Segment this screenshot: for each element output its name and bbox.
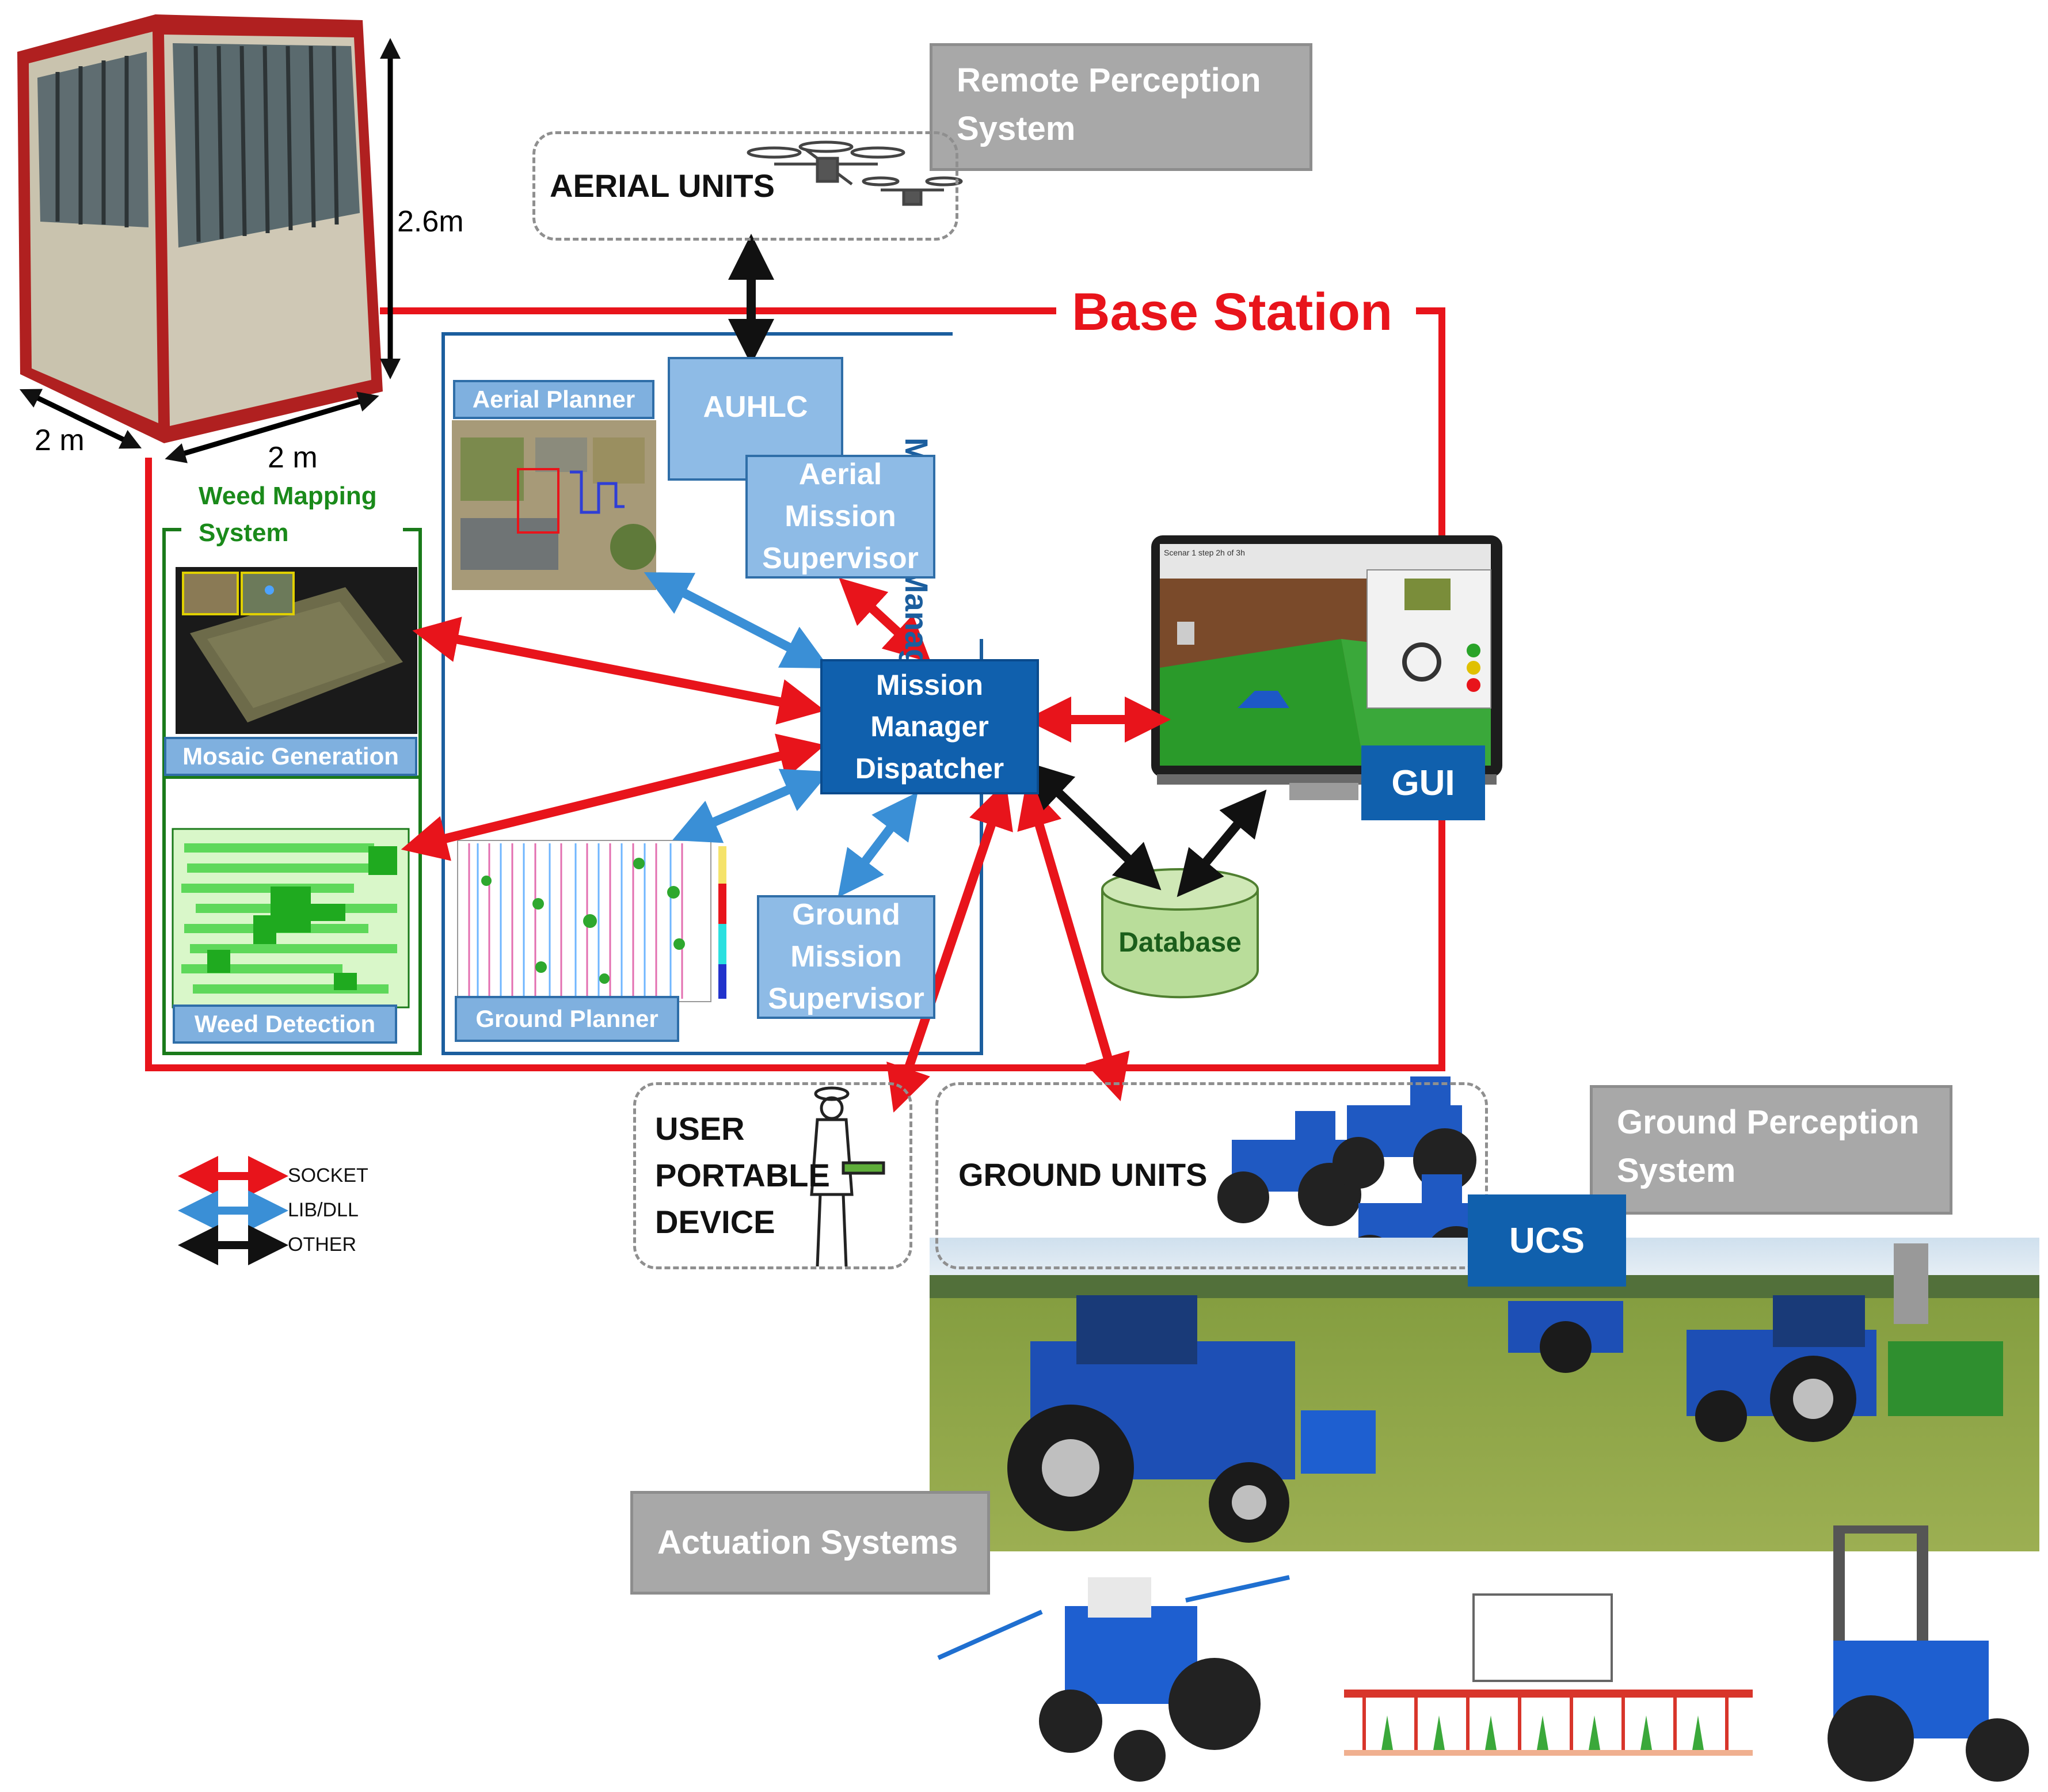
other-arrows — [728, 234, 1267, 897]
field-tractor-back — [1508, 1301, 1623, 1373]
aerial-planner-map — [452, 420, 656, 590]
mission-manager-dispatcher-box: Mission Manager Dispatcher — [820, 659, 1039, 794]
farmer-figure-icon — [810, 1086, 885, 1267]
gui-monitor-image — [1151, 535, 1502, 800]
ground-units-label: GROUND UNITS — [958, 1156, 1208, 1193]
boom-tractor-image — [1828, 1525, 2029, 1782]
field-tractor-front — [1007, 1295, 1376, 1543]
gui-screen-caption: Scenar 1 step 2h of 3h — [1164, 548, 1245, 557]
mosaic-image — [176, 567, 417, 734]
remote-perception-label: Remote Perception System — [930, 43, 1312, 171]
ucs-label: UCS — [1468, 1194, 1626, 1287]
aerial-units-box — [532, 131, 958, 241]
field-photo — [930, 1238, 2039, 1551]
user-portable-device-box — [633, 1082, 912, 1269]
ground-mission-supervisor-box: Ground Mission Supervisor — [757, 895, 935, 1019]
gui-label: GUI — [1361, 745, 1485, 820]
sprayer-tractor-image — [937, 1575, 1290, 1782]
cabin-width-left-label: 2 m — [35, 424, 85, 457]
legend-lib-dll-label: LIB/DLL — [288, 1199, 359, 1221]
weed-detection-image — [172, 828, 410, 1009]
ground-perception-label: Ground Perception System — [1590, 1085, 1952, 1215]
aerial-units-label: AERIAL UNITS — [550, 168, 775, 204]
weed-detection-label: Weed Detection — [173, 1005, 397, 1044]
base-station-title: Base Station — [1072, 283, 1393, 341]
weeder-implement-image — [1344, 1593, 1753, 1756]
cabin-height-label: 2.6m — [397, 205, 464, 238]
ground-planner-plot — [457, 840, 726, 1002]
actuation-systems-label: Actuation Systems — [630, 1491, 990, 1595]
ground-planner-label: Ground Planner — [455, 996, 679, 1042]
lib-dll-arrows — [644, 572, 918, 898]
cabin-width-right-label: 2 m — [268, 441, 318, 474]
legend-socket-label: SOCKET — [288, 1165, 368, 1186]
weed-mapping-frame — [162, 528, 422, 1055]
mosaic-generation-label: Mosaic Generation — [164, 737, 417, 776]
base-station-frame — [145, 307, 1445, 1071]
drone-icons — [747, 140, 963, 206]
base-station-cabin-image — [17, 14, 383, 443]
ground-units-box — [935, 1082, 1488, 1269]
tractor-group-icon — [1217, 1076, 1488, 1289]
cabin-dimension-arrows — [19, 38, 401, 463]
field-tractor-right — [1687, 1243, 2003, 1442]
database-label: Database — [1118, 927, 1242, 958]
aerial-mission-supervisor-box: Aerial Mission Supervisor — [745, 455, 935, 579]
legend-swatches — [178, 1156, 288, 1265]
weed-mapping-title: Weed Mapping System — [199, 482, 377, 547]
legend-other-label: OTHER — [288, 1234, 356, 1255]
aerial-planner-label: Aerial Planner — [453, 380, 654, 419]
user-portable-device-label: USER PORTABLE DEVICE — [655, 1110, 830, 1241]
